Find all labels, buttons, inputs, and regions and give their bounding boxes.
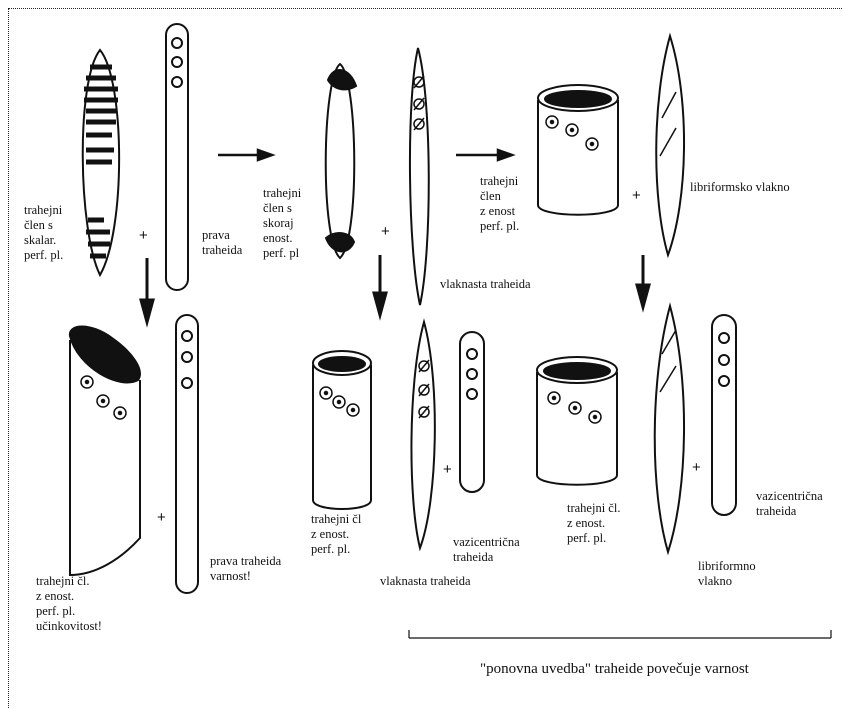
arrow-right-1 — [218, 150, 272, 160]
plus-sign-1: + — [139, 228, 148, 243]
bracket-caption: "ponovna uvedba" traheide povečuje varno… — [480, 661, 749, 678]
vasicentric-tracheid-cell-right — [712, 315, 736, 515]
arrow-down-2 — [374, 255, 386, 315]
plus-sign-4: + — [157, 510, 166, 525]
label-true-tracheid-top: prava traheida — [202, 228, 242, 258]
plus-sign-5: + — [443, 462, 452, 477]
fibre-tracheid-cell-bottom — [411, 322, 434, 548]
label-almost-simple-vessel: trahejni člen s skoraj enost. perf. pl — [263, 186, 301, 261]
label-vasicentric-right: vazicentrična traheida — [756, 489, 823, 519]
scalariform-vessel-cell — [83, 50, 119, 275]
label-true-tracheid-safety: prava traheida varnost! — [210, 554, 281, 584]
simple-vessel-cell-top — [538, 85, 618, 215]
vasicentric-tracheid-cell-mid — [460, 332, 484, 492]
label-fibre-tracheid-top: vlaknasta traheida — [440, 277, 531, 292]
simple-vessel-cell-mid — [313, 351, 371, 509]
simple-vessel-cell-right — [537, 357, 617, 485]
libriform-fibre-cell-bottom — [655, 306, 684, 552]
libriform-fibre-cell-top — [656, 36, 684, 255]
arrow-down-3 — [637, 255, 649, 307]
label-simple-vessel-mid: trahejni čl z enost. perf. pl. — [311, 512, 361, 557]
plus-sign-2: + — [381, 224, 390, 239]
true-tracheid-cell-safety — [176, 315, 198, 593]
arrow-down-1 — [141, 258, 153, 322]
label-fibre-tracheid-bottom: vlaknasta traheida — [380, 574, 471, 589]
label-vasicentric-mid: vazicentrična traheida — [453, 535, 520, 565]
arrow-right-2 — [456, 150, 512, 160]
bracket-line — [409, 630, 831, 638]
label-libriform-fibre-top: libriformsko vlakno — [690, 180, 790, 195]
label-simple-vessel-top: trahejni člen z enost perf. pl. — [480, 174, 519, 234]
label-libriform-bottom: libriformno vlakno — [698, 559, 756, 589]
almost-simple-vessel-cell — [326, 64, 356, 258]
fibre-tracheid-cell-top — [410, 48, 429, 305]
efficient-vessel-cell — [70, 327, 140, 576]
label-scalariform-vessel: trahejni člen s skalar. perf. pl. — [24, 203, 63, 263]
plus-sign-3: + — [632, 188, 641, 203]
label-simple-vessel-right: trahejni čl. z enost. perf. pl. — [567, 501, 620, 546]
true-tracheid-cell-top — [166, 24, 188, 290]
label-efficient-vessel: trahejni čl. z enost. perf. pl. učinkovi… — [36, 574, 102, 634]
plus-sign-6: + — [692, 460, 701, 475]
